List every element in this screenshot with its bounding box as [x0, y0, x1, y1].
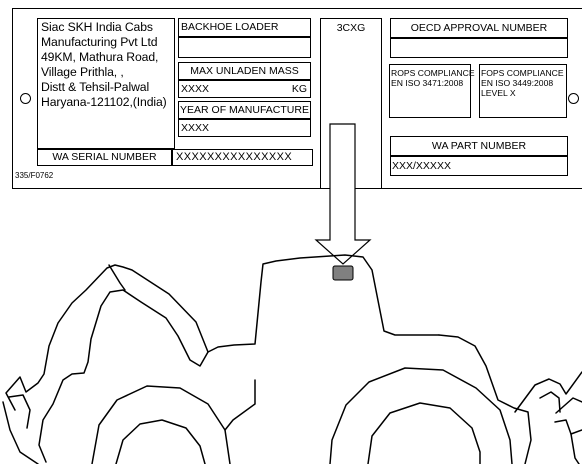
rear-wheel-rim	[367, 402, 481, 464]
mounting-hole-left	[20, 93, 31, 104]
oecd-approval-number-label: OECD APPROVAL NUMBER	[390, 18, 568, 38]
plate-location-marker	[332, 265, 354, 281]
loader-arm-ram	[108, 264, 126, 291]
backhoe-arm-detail	[539, 391, 561, 413]
machine-type-field: BACKHOE LOADER	[178, 18, 311, 37]
backhoe-arm-outline	[514, 371, 582, 413]
year-of-manufacture-label: YEAR OF MANUFACTURE	[178, 101, 311, 119]
oecd-approval-number-field	[390, 38, 568, 58]
address-line-4: Village Prithla, ,	[41, 65, 124, 79]
front-wheel-rim	[115, 419, 206, 464]
address-line-5: Distt & Tehsil-Palwal	[41, 80, 150, 94]
fops-line-2: EN ISO 3449:2008	[481, 78, 554, 88]
mass-value: XXXX	[181, 83, 210, 95]
mounting-hole-right	[568, 93, 579, 104]
backhoe-boom-lower	[570, 433, 580, 464]
address-line-3: 49KM, Mathura Road,	[41, 50, 159, 64]
body-lower-line	[224, 379, 256, 431]
blank-field	[178, 37, 311, 58]
backhoe-bracket	[554, 419, 582, 435]
front-wheel-outline	[91, 385, 231, 464]
address-line-6: Haryana-121102,(India)	[41, 95, 167, 109]
wa-serial-number-value: XXXXXXXXXXXXXXX	[172, 149, 313, 166]
wa-part-number-label: WA PART NUMBER	[390, 136, 568, 156]
mass-field: XXXX KG	[178, 80, 311, 98]
rops-compliance-box: ROPS COMPLIANCE EN ISO 3471:2008	[389, 64, 475, 118]
model-code: 3CXG	[336, 22, 366, 34]
cab-outline	[207, 254, 440, 353]
fops-line-3: LEVEL X	[481, 88, 516, 98]
wa-serial-number-label: WA SERIAL NUMBER	[37, 149, 172, 166]
loader-bucket-outline	[2, 401, 39, 464]
manufacturer-address-box: Siac SKH India Cabs Manufacturing Pvt Lt…	[37, 18, 175, 149]
rops-line-1: ROPS COMPLIANCE	[391, 68, 475, 78]
backhoe-ram	[555, 397, 582, 414]
data-plate	[12, 8, 582, 189]
fops-line-1: FOPS COMPLIANCE	[481, 68, 564, 78]
location-arrow	[314, 123, 372, 265]
wa-part-number-value: XXX/XXXXX	[390, 156, 568, 176]
plate-code: 335/F0762	[15, 171, 54, 180]
address-line-1: Siac SKH India Cabs	[41, 20, 153, 34]
max-unladen-mass-label: MAX UNLADEN MASS	[178, 62, 311, 80]
loader-bucket-edge	[8, 394, 31, 429]
year-of-manufacture-value: XXXX	[178, 119, 311, 137]
rops-line-2: EN ISO 3471:2008	[391, 78, 464, 88]
fops-compliance-box: FOPS COMPLIANCE EN ISO 3449:2008 LEVEL X	[479, 64, 567, 118]
mass-unit: KG	[291, 83, 307, 95]
rear-body-outline	[438, 334, 532, 464]
address-line-2: Manufacturing Pvt Ltd	[41, 35, 158, 49]
rear-wheel-outline	[329, 367, 513, 464]
loader-arm-outline	[5, 264, 209, 463]
